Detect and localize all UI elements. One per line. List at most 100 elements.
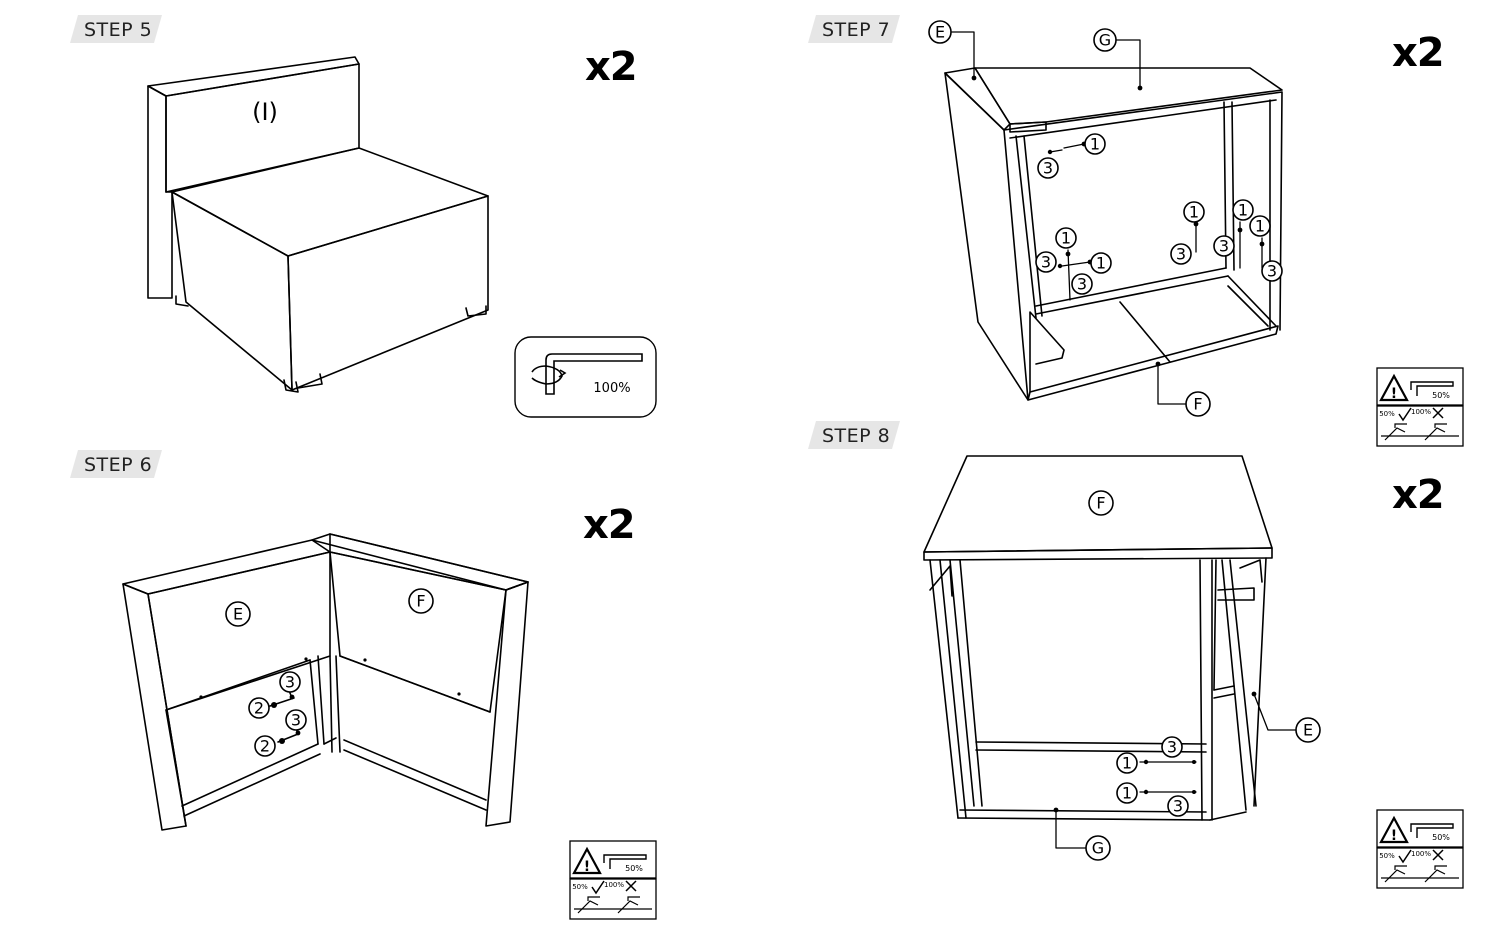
svg-text:1: 1	[1096, 254, 1106, 273]
svg-text:3: 3	[1267, 262, 1277, 281]
hardware-callout-screw: 1	[1090, 252, 1112, 274]
part-g-callout-step8: G	[1085, 835, 1111, 861]
svg-text:3: 3	[1041, 253, 1051, 272]
half-tighten-box-step7: ! 50% 50% 100%	[1376, 367, 1464, 447]
step-5-quantity: x2	[585, 44, 638, 90]
hardware-callout-screw: 1	[1183, 201, 1205, 223]
hardware-callout-nut: 3	[1170, 243, 1192, 265]
fastener-dots	[199, 75, 1265, 813]
leader-lines	[951, 31, 1297, 849]
hardware-callout-screw: 1	[1116, 752, 1138, 774]
allen-key-icon	[603, 854, 647, 869]
svg-text:3: 3	[1167, 738, 1177, 757]
allen-key-icon	[531, 353, 643, 395]
svg-text:3: 3	[291, 711, 301, 730]
hardware-callout-nut: 3	[285, 709, 307, 731]
hardware-callout-screw: 1	[1055, 227, 1077, 249]
part-f-label: F	[416, 592, 425, 611]
step-6-tag: STEP 6	[70, 450, 162, 478]
svg-text:!: !	[1391, 828, 1397, 844]
svg-text:3: 3	[1173, 797, 1183, 816]
part-f-label: F	[1193, 395, 1202, 414]
hardware-callout-nut: 3	[279, 671, 301, 693]
checkmark-icon	[1398, 849, 1412, 864]
svg-text:1: 1	[1189, 203, 1199, 222]
svg-text:50%: 50%	[1432, 391, 1450, 400]
step-6-panels-drawing	[122, 533, 529, 831]
step-5-seat-drawing	[147, 56, 489, 393]
svg-text:100%: 100%	[604, 881, 624, 889]
svg-text:1: 1	[1122, 754, 1132, 773]
svg-text:1: 1	[1255, 217, 1265, 236]
part-f-callout-step7: F	[1185, 391, 1211, 417]
checkmark-icon	[591, 880, 605, 895]
svg-text:1: 1	[1122, 784, 1132, 803]
cross-icon	[1432, 407, 1444, 419]
part-f-callout-step6: F	[408, 588, 434, 614]
cross-icon	[625, 880, 637, 892]
svg-text:50%: 50%	[625, 864, 643, 873]
half-tighten-box-step6: ! 50% 50% 100%	[569, 840, 657, 920]
seat-part-label: (I)	[252, 98, 278, 126]
svg-text:50%: 50%	[1379, 852, 1395, 860]
part-e-label: E	[233, 605, 243, 624]
part-g-label: G	[1099, 31, 1111, 50]
part-e-label: E	[935, 23, 945, 42]
step-5-label: STEP 5	[84, 19, 153, 41]
checkmark-icon	[1398, 407, 1412, 422]
step-7-tag: STEP 7	[808, 15, 900, 43]
svg-text:1: 1	[1061, 229, 1071, 248]
step-6-label: STEP 6	[84, 454, 153, 476]
half-tighten-box-step8: ! 50% 50% 100%	[1376, 809, 1464, 889]
svg-text:50%: 50%	[1379, 410, 1395, 418]
svg-text:2: 2	[260, 737, 270, 756]
svg-text:100%: 100%	[1411, 408, 1431, 416]
step-6-quantity: x2	[583, 502, 636, 548]
hardware-callout-screw: 1	[1232, 199, 1254, 221]
svg-text:!: !	[1391, 386, 1397, 402]
part-f-callout-step8: F	[1088, 490, 1114, 516]
hardware-callout-nut: 3	[1261, 260, 1283, 282]
svg-text:3: 3	[1077, 275, 1087, 294]
part-f-label: F	[1096, 494, 1105, 513]
step-8-quantity: x2	[1392, 472, 1445, 518]
allen-key-icon	[1410, 381, 1454, 396]
warning-icon	[572, 846, 602, 875]
warning-icon	[1379, 373, 1409, 402]
svg-text:100%: 100%	[1411, 850, 1431, 858]
hardware-callout-nut: 3	[1161, 736, 1183, 758]
svg-text:50%: 50%	[1432, 833, 1450, 842]
cross-icon	[1432, 849, 1444, 861]
part-e-callout-step8: E	[1295, 717, 1321, 743]
part-g-label: G	[1092, 839, 1104, 858]
allen-key-icon	[1410, 823, 1454, 838]
hardware-callout-nut: 3	[1213, 235, 1235, 257]
part-g-callout-step7: G	[1093, 28, 1117, 52]
svg-text:3: 3	[285, 673, 295, 692]
svg-text:3: 3	[1219, 237, 1229, 256]
step-8-label: STEP 8	[822, 425, 891, 447]
svg-text:1: 1	[1090, 135, 1100, 154]
svg-text:2: 2	[254, 699, 264, 718]
hardware-callout-nut: 3	[1035, 251, 1057, 273]
part-e-callout-step7: E	[928, 20, 952, 44]
hardware-callout-nut: 3	[1037, 157, 1059, 179]
hardware-callout-nut: 3	[1071, 273, 1093, 295]
hardware-callout-washer: 2	[248, 697, 270, 719]
step-7-quantity: x2	[1392, 30, 1445, 76]
svg-text:50%: 50%	[572, 883, 588, 891]
hardware-callout-screw: 1	[1116, 782, 1138, 804]
step-7-frame-drawing	[944, 67, 1283, 401]
hardware-callout-washer: 2	[254, 735, 276, 757]
step-8-frame-drawing	[923, 455, 1273, 821]
step-7-label: STEP 7	[822, 19, 891, 41]
warning-icon	[1379, 815, 1409, 844]
hardware-callout-screw: 1	[1249, 215, 1271, 237]
svg-text:3: 3	[1176, 245, 1186, 264]
svg-text:3: 3	[1043, 159, 1053, 178]
part-e-callout-step6: E	[225, 601, 251, 627]
part-e-label: E	[1303, 721, 1313, 740]
hardware-callout-screw: 1	[1084, 133, 1106, 155]
full-tighten-label: 100%	[593, 381, 630, 396]
